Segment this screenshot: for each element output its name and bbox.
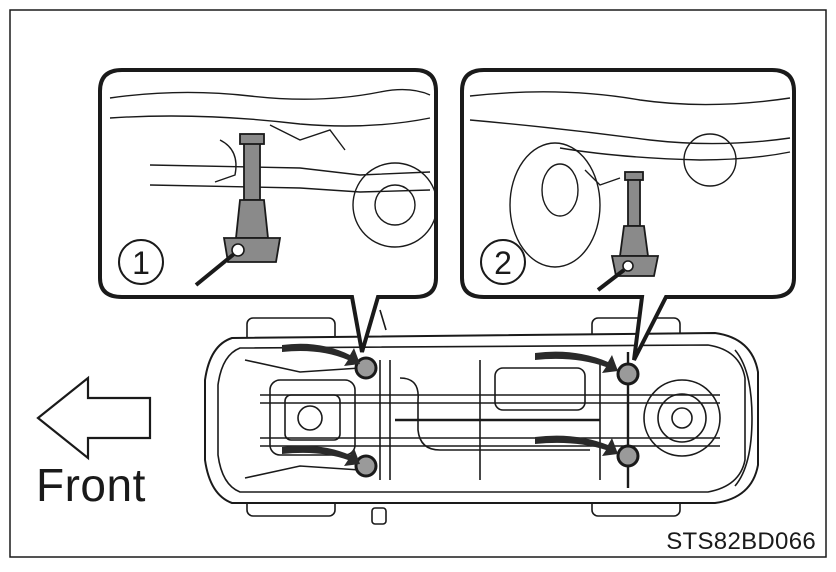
jack-2-cap [624,171,644,181]
callout-1-illustration [109,88,438,248]
exhaust-pipe [399,377,590,451]
callout-1-bubble [98,68,438,353]
body-inner-line [217,344,746,493]
jack-2-body [618,225,650,257]
fuel-tank [494,367,586,411]
engine-detail [284,394,341,441]
wheel-1 [352,162,438,248]
callout-1-number: 1 [132,245,150,281]
body-sill-1 [109,115,431,127]
jack-point-rear-left [616,362,640,386]
shock-2 [584,169,621,186]
vehicle-underside [204,309,759,525]
jack-point-front-right [354,454,378,478]
callout-1-number-circle [118,239,164,285]
differential-2 [683,133,737,187]
callout-2-illustration [469,91,791,268]
spare-tire-hub [671,407,693,429]
callout-1: 1 [98,68,438,353]
figure-code: STS82BD066 [666,528,816,555]
jack-point-front-left [354,356,378,380]
jack-2-crank-eye [622,260,634,272]
jack-2-handle [596,268,626,292]
jack-points [354,356,640,478]
rear-bumper [734,349,753,487]
arrow-front-left [282,343,360,366]
pointer-arrows [282,343,618,466]
suspension-1 [214,139,237,183]
spare-tire-mid [657,393,707,443]
undercarriage-2 [469,91,791,106]
front-axle-arm-top [244,359,361,373]
wheel-1-hub [374,184,416,226]
jack-1-cap [239,133,265,145]
wheel-2 [509,142,601,268]
callout-2-number-circle [480,239,526,285]
jack-1-crank-eye [231,243,245,257]
front-hub [297,405,323,431]
tow-hook [371,507,387,525]
arrow-rear-left [535,351,618,373]
arrow-front-right [282,445,360,466]
engine-block [269,379,356,456]
arrow-rear-right [535,435,618,456]
spare-tire-outer [643,379,721,457]
front-direction-label: Front [36,459,146,511]
antenna-line [379,309,387,331]
jack-point-rear-right [616,444,640,468]
axle-housing-2 [559,147,791,161]
body-outline [204,331,759,504]
jack-1-screw [243,139,261,201]
front-direction-arrow-icon [36,375,152,461]
jack-1-body [235,199,269,239]
frame-rail-1 [149,164,431,176]
jack-2-screw [627,179,641,227]
callout-2-number: 2 [494,245,512,281]
jack-2 [596,171,660,292]
callout-2: 2 [460,68,796,361]
frame-rail-1b [149,184,431,193]
wheel-2-hub [541,163,579,217]
undercarriage-1 [109,88,431,100]
figure-frame [9,9,827,558]
jack-1-handle [194,252,236,287]
jack-1 [194,133,282,287]
body-sill-2 [469,119,791,145]
bracket-1 [269,124,346,151]
front-axle-arm-bottom [244,465,361,479]
